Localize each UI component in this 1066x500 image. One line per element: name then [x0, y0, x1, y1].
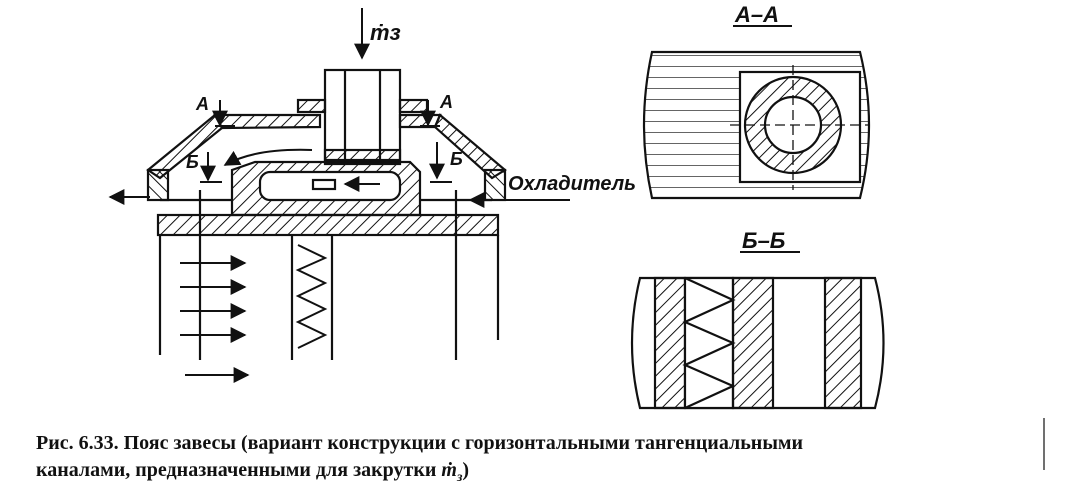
tangential-slot [311, 178, 337, 191]
caption-figure-number: Рис. 6.33. [36, 432, 119, 454]
coolant-label: Охладитель [508, 173, 636, 195]
section-a-label-left: А [195, 94, 209, 114]
section-b-label-right: Б [450, 149, 463, 169]
bb-wall-3 [823, 276, 863, 410]
swirler-zigzag [295, 244, 328, 349]
right-flange [483, 168, 507, 202]
caption-symbol: ṁз [441, 459, 463, 485]
mass-flow-label: ṁз [370, 20, 401, 45]
pipe-collar-right [398, 98, 429, 114]
pipe-collar-left [296, 98, 327, 114]
left-outer-wall [146, 113, 224, 180]
pipe-nut [323, 148, 402, 166]
section-aa-view [642, 50, 871, 200]
bb-wall-2 [731, 276, 775, 410]
section-aa-title: А–А [734, 2, 779, 27]
figure-caption: Рис. 6.33. Пояс завесы (вариант конструк… [36, 430, 1046, 491]
section-b-label-left: Б [186, 152, 199, 172]
bb-swirler [683, 276, 735, 410]
left-flange [146, 168, 170, 202]
section-bb-view [630, 276, 885, 410]
ring-band [156, 213, 500, 237]
bb-wall-1 [653, 276, 687, 410]
inlet-pipe [323, 68, 402, 162]
caption-close: ) [462, 459, 470, 481]
left-swirl-arrow [223, 148, 313, 166]
section-bb-title: Б–Б [742, 228, 785, 253]
right-outer-wall [433, 113, 507, 180]
caption-line2: каналами, предназначенными для закрутки [36, 459, 437, 481]
caption-line1: Пояс завесы (вариант конструкции с гориз… [123, 432, 804, 454]
section-a-label-right: А [439, 92, 453, 112]
flow-arrows [108, 8, 570, 383]
